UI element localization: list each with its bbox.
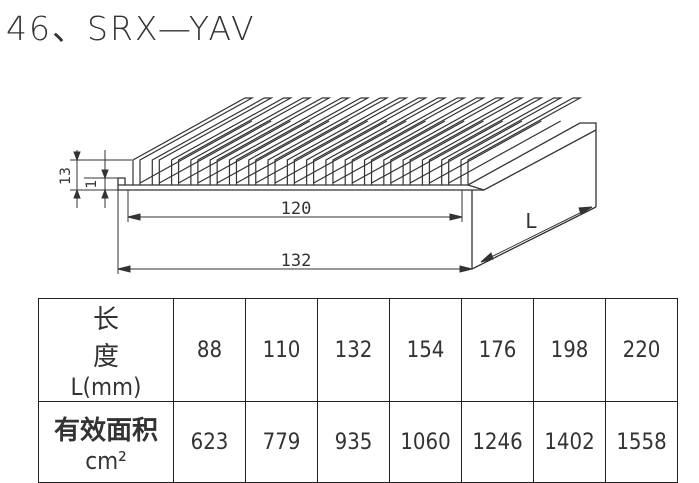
fin-gap-line <box>159 120 272 184</box>
fin-gap-line <box>236 120 349 184</box>
heatsink-fin <box>441 97 564 185</box>
fin-gap-line <box>371 120 484 184</box>
heatsink-fin <box>421 97 544 185</box>
area-cell: 1060 <box>389 401 462 483</box>
heatsink-drawing: 120 132 L 13 1 <box>58 97 597 274</box>
heatsink-fin <box>306 97 428 185</box>
length-cell: 132 <box>317 298 390 402</box>
area-cell: 935 <box>317 401 390 483</box>
heatsink-fin <box>132 97 255 185</box>
dimension-120-label: 120 <box>281 199 312 219</box>
fin-gap-line <box>448 120 561 184</box>
fin-gap-line <box>313 120 426 184</box>
fin-gap-line <box>409 120 523 184</box>
fin-gap-line <box>294 120 407 184</box>
area-row: 有效面积 cm² 623 779 935 1060 1246 1402 1558 <box>38 401 678 483</box>
heatsink-fin <box>190 97 313 185</box>
length-cell: 154 <box>389 298 462 402</box>
heatsink-fin <box>228 97 351 185</box>
heatsink-fin <box>344 97 467 185</box>
dimension-height <box>70 150 132 208</box>
length-header-title: 长 度 <box>92 305 147 372</box>
area-cell: 1558 <box>605 401 678 483</box>
fin-gap-line <box>178 120 291 184</box>
fin-gap-line <box>274 120 388 184</box>
length-header-unit: L(mm) <box>70 373 142 401</box>
spec-table: 长 度 L(mm) 88 110 132 154 176 198 220 有效面… <box>38 298 678 483</box>
heatsink-fins <box>132 97 583 185</box>
area-cell: 1402 <box>533 401 606 483</box>
length-cell: 110 <box>245 298 318 402</box>
heatsink-fin <box>325 97 448 185</box>
dimension-132-label: 132 <box>281 251 312 271</box>
heatsink-fin <box>383 97 506 185</box>
heatsink-fin <box>170 97 293 185</box>
area-header-title: 有效面积 <box>53 415 158 446</box>
area-header: 有效面积 cm² <box>38 401 174 483</box>
fin-gap-line <box>216 120 330 184</box>
dimension-base-label: 1 <box>84 180 100 189</box>
area-cell: 1246 <box>461 401 534 483</box>
fin-gap-line <box>197 120 311 184</box>
dimension-height-label: 13 <box>58 167 74 185</box>
length-cell: 88 <box>173 298 246 402</box>
fin-gap-line <box>255 120 369 184</box>
heatsink-fin <box>267 97 390 185</box>
heatsink-fin <box>363 97 486 185</box>
fin-gap-line <box>390 120 504 184</box>
heatsink-fin <box>209 97 332 185</box>
length-row: 长 度 L(mm) 88 110 132 154 176 198 220 <box>38 298 678 402</box>
dimension-132 <box>117 190 473 274</box>
heatsink-fin <box>286 97 409 185</box>
length-cell: 176 <box>461 298 534 402</box>
length-cell: 220 <box>605 298 678 402</box>
fin-gap-line <box>139 120 253 184</box>
area-header-unit: cm² <box>85 446 127 475</box>
fin-gap-line <box>429 120 542 184</box>
area-cell: 623 <box>173 401 246 483</box>
dimension-120 <box>127 190 463 222</box>
heatsink-fin <box>151 97 274 185</box>
heatsink-fin <box>402 97 525 185</box>
length-header: 长 度 L(mm) <box>38 298 174 402</box>
heatsink-base <box>117 122 597 270</box>
area-cell: 779 <box>245 401 318 483</box>
length-cell: 198 <box>533 298 606 402</box>
dimension-length-label: L <box>525 209 537 233</box>
page-title: 46、SRX—YAV <box>6 9 256 48</box>
fin-gap-line <box>351 120 465 184</box>
fin-gap-line <box>332 120 446 184</box>
dimension-length <box>480 206 593 263</box>
heatsink-fin <box>248 97 371 185</box>
heatsink-fin <box>460 97 583 185</box>
